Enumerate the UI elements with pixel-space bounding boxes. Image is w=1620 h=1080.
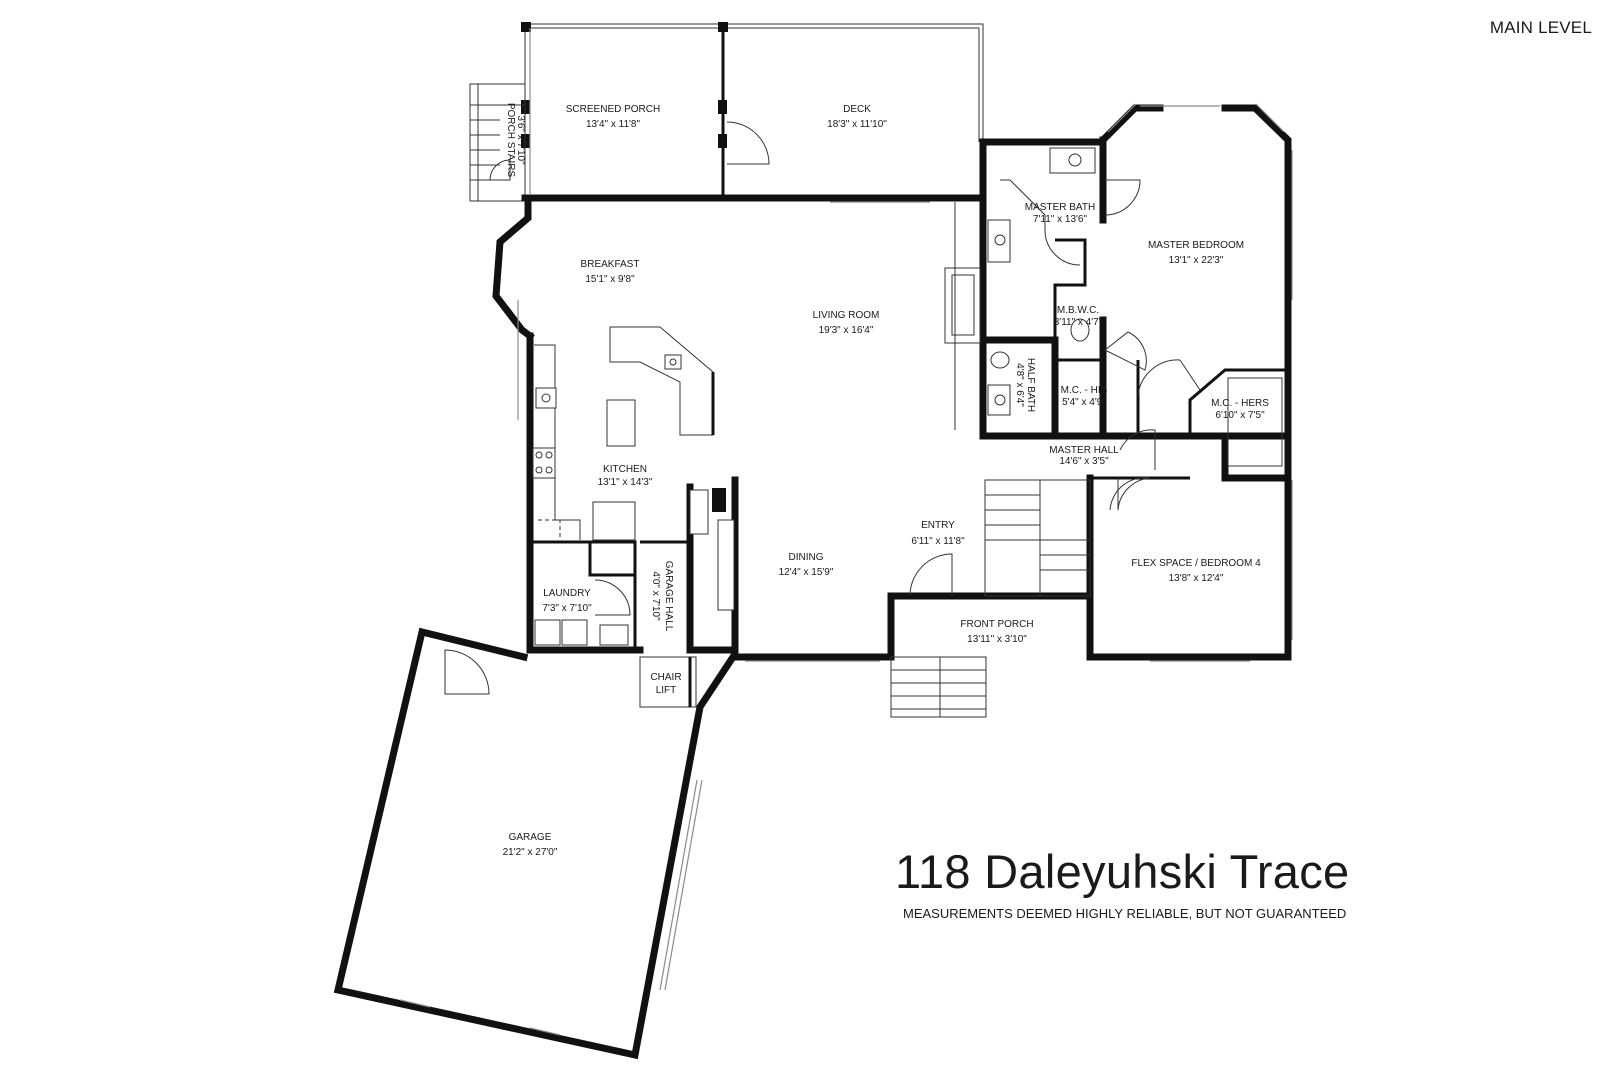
room-kitchen-dims: 13'1" x 14'3" — [598, 477, 653, 488]
room-porch-stairs-name: PORCH STAIRS — [505, 103, 516, 178]
room-breakfast-dims: 15'1" x 9'8" — [585, 274, 635, 285]
room-mc-hers-name: M.C. - HERS — [1211, 398, 1269, 409]
room-laundry-dims: 7'3" x 7'10" — [542, 603, 592, 614]
room-master-hall-name: MASTER HALL — [1049, 445, 1119, 456]
room-chair-lift-dims: LIFT — [656, 685, 677, 696]
room-living-room-name: LIVING ROOM — [813, 310, 880, 321]
room-garage-name: GARAGE — [509, 832, 552, 843]
room-dining-name: DINING — [789, 552, 824, 563]
garage-walls — [333, 627, 738, 1060]
measurement-disclaimer: MEASUREMENTS DEEMED HIGHLY RELIABLE, BUT… — [903, 906, 1347, 921]
interior-stairs — [985, 480, 1090, 596]
bay-windows — [517, 103, 1293, 662]
door-swings — [909, 179, 1201, 597]
room-mc-his-dims: 5'4" x 4'9" — [1062, 397, 1106, 408]
room-mc-his-name: M.C. - HIS — [1061, 385, 1108, 396]
level-label: MAIN LEVEL — [1489, 18, 1592, 37]
room-flex-space-name: FLEX SPACE / BEDROOM 4 — [1131, 558, 1261, 569]
kitchen-fixtures — [532, 326, 735, 611]
room-porch-stairs-dims: 3'6" x 7'10" — [515, 115, 526, 165]
porch-stairs-drawing — [469, 83, 526, 202]
room-living-room-dims: 19'3" x 16'4" — [819, 325, 874, 336]
room-garage-dims: 21'2" x 27'0" — [503, 847, 558, 858]
bath-fixtures — [987, 147, 1283, 467]
room-half-bath-dims: 4'8" x 6'4" — [1014, 363, 1025, 407]
room-mc-hers-dims: 6'10" x 7'5" — [1215, 410, 1265, 421]
room-garage-hall-name: GARAGE HALL — [663, 561, 674, 632]
front-porch-steps — [890, 656, 987, 718]
interior-walls — [530, 138, 1292, 654]
deck-door-swing — [726, 121, 770, 165]
room-screened-porch-name: SCREENED PORCH — [566, 104, 660, 115]
room-flex-space-dims: 13'8" x 12'4" — [1169, 573, 1224, 584]
room-labels: SCREENED PORCH 13'4" x 11'8" DECK 18'3" … — [503, 103, 1270, 858]
room-master-bath-name: MASTER BATH — [1025, 202, 1095, 213]
property-address: 118 Daleyuhski Trace — [895, 845, 1350, 898]
room-half-bath-name: HALF BATH — [1025, 358, 1036, 412]
room-mbwc-dims: 3'11" x 4'7" — [1054, 317, 1103, 328]
room-master-bedroom-dims: 13'1" x 22'3" — [1169, 255, 1224, 266]
room-front-porch-name: FRONT PORCH — [960, 619, 1033, 630]
room-front-porch-dims: 13'11" x 3'10" — [967, 634, 1027, 645]
room-deck-dims: 18'3" x 11'10" — [827, 119, 887, 130]
room-master-bedroom-name: MASTER BEDROOM — [1148, 240, 1244, 251]
room-laundry-name: LAUNDRY — [543, 588, 591, 599]
laundry-fixtures — [534, 579, 631, 646]
room-kitchen-name: KITCHEN — [603, 464, 647, 475]
room-mbwc-name: M.B.W.C. — [1057, 305, 1099, 316]
room-entry-name: ENTRY — [921, 520, 955, 531]
room-garage-hall-dims: 4'0" x 7'10" — [650, 571, 661, 621]
room-breakfast-name: BREAKFAST — [581, 259, 640, 270]
room-master-hall-dims: 14'6" x 3'5" — [1059, 456, 1109, 467]
room-master-bath-dims: 7'11" x 13'6" — [1033, 214, 1088, 225]
room-entry-dims: 6'11" x 11'8" — [911, 536, 965, 547]
room-screened-porch-dims: 13'4" x 11'8" — [586, 119, 641, 130]
room-dining-dims: 12'4" x 15'9" — [779, 567, 834, 578]
room-deck-name: DECK — [843, 104, 871, 115]
chair-lift-box — [639, 656, 697, 708]
room-chair-lift-name: CHAIR — [650, 672, 681, 683]
